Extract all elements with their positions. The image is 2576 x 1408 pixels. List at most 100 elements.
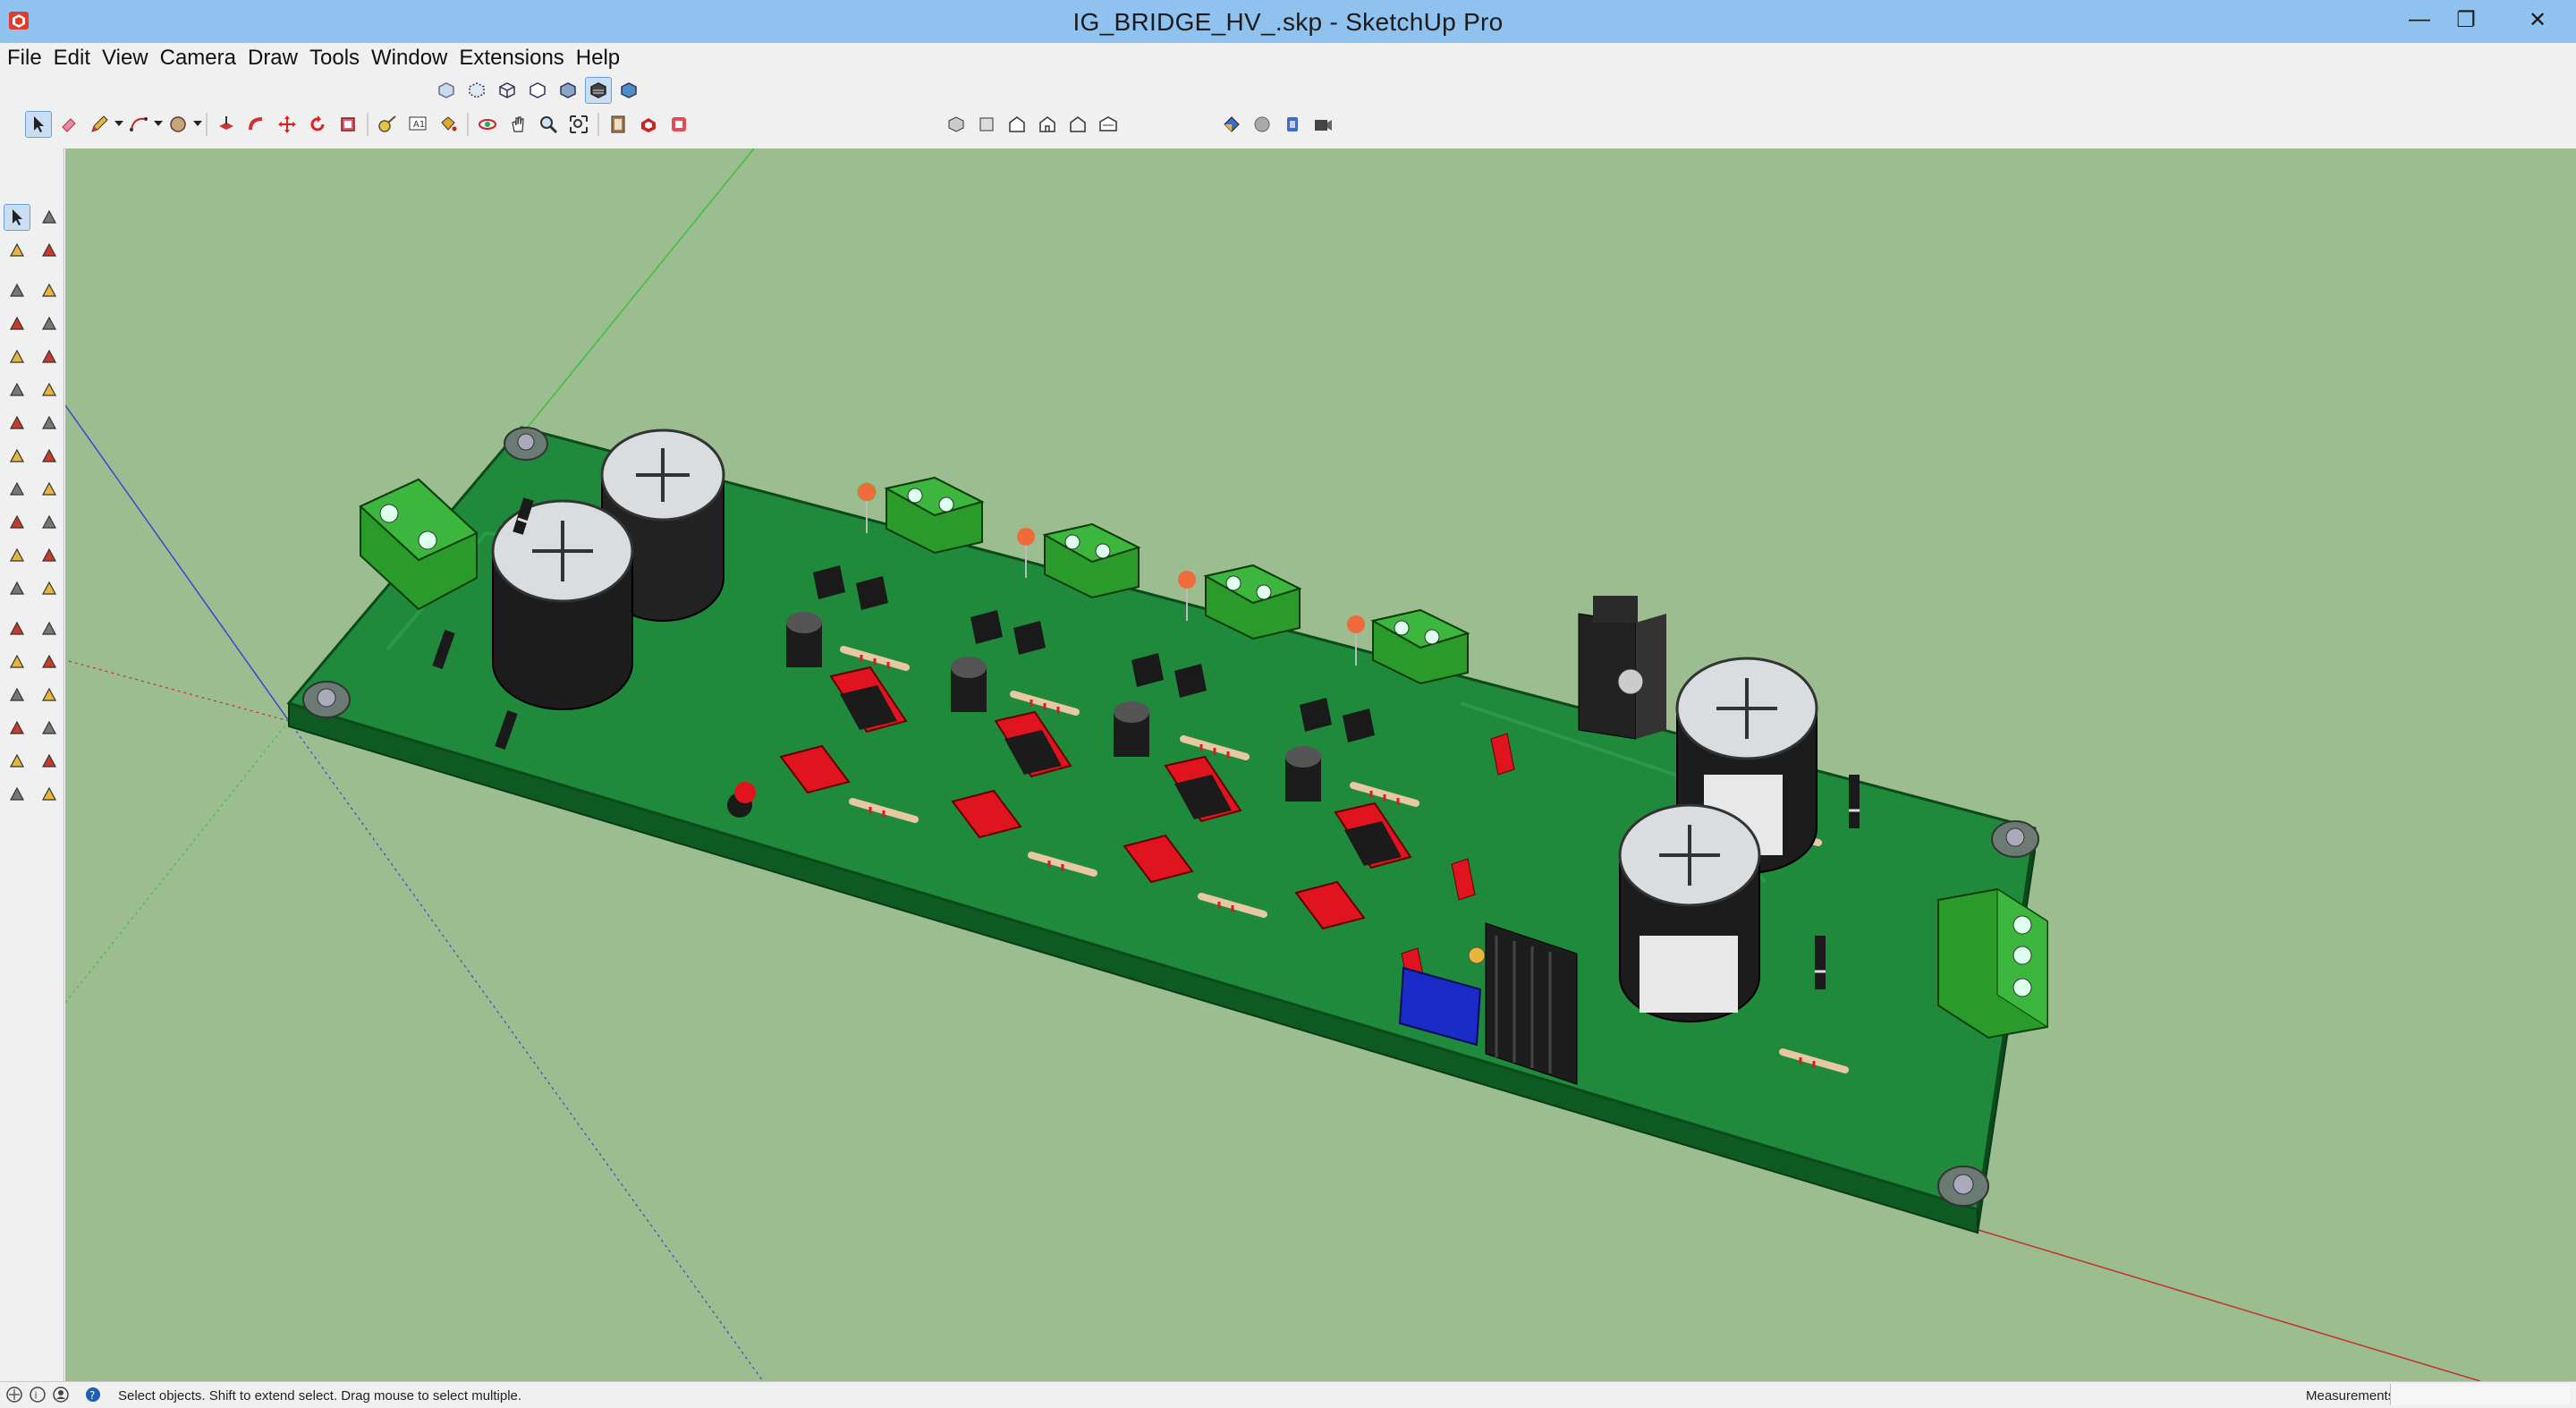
follow-me-icon[interactable] bbox=[36, 476, 63, 503]
materials-icon[interactable] bbox=[1249, 111, 1275, 138]
scale-icon[interactable] bbox=[335, 111, 361, 138]
line-icon[interactable] bbox=[4, 277, 30, 304]
shape-icon[interactable] bbox=[165, 111, 191, 138]
arc-dropdown[interactable] bbox=[154, 111, 163, 138]
follow-me-icon[interactable] bbox=[243, 111, 270, 138]
restore-button[interactable]: ❐ bbox=[2456, 7, 2476, 32]
menu-help[interactable]: Help bbox=[575, 46, 621, 70]
minimize-button[interactable]: — bbox=[2409, 7, 2430, 31]
eraser-icon[interactable] bbox=[36, 237, 63, 264]
arc-icon[interactable] bbox=[4, 377, 30, 403]
eraser-icon[interactable] bbox=[55, 111, 82, 138]
tape-measure-icon[interactable] bbox=[4, 542, 30, 569]
resistor bbox=[1028, 852, 1097, 877]
menu-tools[interactable]: Tools bbox=[309, 46, 360, 70]
credits-icon[interactable]: i bbox=[29, 1386, 47, 1404]
rotated-rectangle-icon[interactable] bbox=[36, 310, 63, 337]
zoom-extents-icon[interactable] bbox=[565, 111, 592, 138]
front-view-icon[interactable] bbox=[1004, 111, 1030, 138]
xray-icon[interactable] bbox=[433, 77, 460, 104]
pencil-dropdown[interactable] bbox=[114, 111, 123, 138]
film-capacitor bbox=[1490, 733, 1515, 776]
3pt-arc-icon[interactable] bbox=[36, 410, 63, 437]
text-icon[interactable]: A1 bbox=[404, 111, 431, 138]
select-icon[interactable] bbox=[25, 111, 52, 138]
shaded-icon[interactable] bbox=[555, 77, 581, 104]
measurements-field[interactable] bbox=[2390, 1384, 2570, 1405]
paint-bucket-icon[interactable] bbox=[4, 237, 30, 264]
section-plane-icon[interactable] bbox=[36, 781, 63, 808]
protractor-icon[interactable] bbox=[4, 575, 30, 602]
right-view-icon[interactable] bbox=[1034, 111, 1061, 138]
rectangle-icon[interactable] bbox=[4, 310, 30, 337]
arc-icon[interactable] bbox=[125, 111, 152, 138]
zoom-icon[interactable] bbox=[535, 111, 562, 138]
menu-extensions[interactable]: Extensions bbox=[459, 46, 564, 70]
model-viewport[interactable] bbox=[65, 148, 2576, 1381]
push-pull-icon[interactable] bbox=[213, 111, 240, 138]
pie-icon[interactable] bbox=[36, 377, 63, 403]
move-icon[interactable] bbox=[4, 443, 30, 470]
layout-icon[interactable] bbox=[665, 111, 692, 138]
tape-measure-icon[interactable] bbox=[374, 111, 401, 138]
2pt-arc-icon[interactable] bbox=[4, 410, 30, 437]
back-edges-icon[interactable] bbox=[463, 77, 490, 104]
text-icon[interactable] bbox=[36, 575, 63, 602]
help-icon[interactable]: ? bbox=[84, 1386, 102, 1404]
styles-icon[interactable] bbox=[1279, 111, 1306, 138]
hidden-line-icon[interactable] bbox=[524, 77, 551, 104]
wireframe-icon[interactable] bbox=[494, 77, 521, 104]
scenes-icon[interactable] bbox=[1309, 111, 1336, 138]
extension-warehouse-icon[interactable] bbox=[635, 111, 662, 138]
orbit-icon[interactable] bbox=[474, 111, 501, 138]
menu-file[interactable]: File bbox=[7, 46, 42, 70]
move-icon[interactable] bbox=[274, 111, 301, 138]
rotate-icon[interactable] bbox=[4, 476, 30, 503]
pan-icon[interactable] bbox=[36, 649, 63, 675]
previous-view-icon[interactable] bbox=[36, 715, 63, 742]
user-icon[interactable] bbox=[52, 1386, 70, 1404]
menu-edit[interactable]: Edit bbox=[53, 46, 91, 70]
menu-camera[interactable]: Camera bbox=[159, 46, 236, 70]
left-view-icon[interactable] bbox=[1095, 111, 1122, 138]
top-view-icon[interactable] bbox=[973, 111, 1000, 138]
offset-icon[interactable] bbox=[36, 509, 63, 536]
back-view-icon[interactable] bbox=[1064, 111, 1091, 138]
dimension-icon[interactable] bbox=[36, 542, 63, 569]
walk-icon[interactable] bbox=[4, 781, 30, 808]
monochrome-icon[interactable] bbox=[615, 77, 642, 104]
circle-icon[interactable] bbox=[4, 344, 30, 370]
look-around-icon[interactable] bbox=[36, 748, 63, 775]
menu-view[interactable]: View bbox=[102, 46, 148, 70]
close-button[interactable]: ✕ bbox=[2528, 7, 2547, 32]
polygon-icon[interactable] bbox=[36, 344, 63, 370]
resistor bbox=[840, 646, 910, 671]
geo-location-icon[interactable] bbox=[5, 1386, 23, 1404]
orbit-icon[interactable] bbox=[4, 649, 30, 675]
push-pull-icon[interactable] bbox=[36, 443, 63, 470]
select-icon[interactable] bbox=[4, 204, 30, 231]
freehand-icon[interactable] bbox=[36, 277, 63, 304]
iso-view-icon[interactable] bbox=[943, 111, 970, 138]
zoom-extents-icon[interactable] bbox=[4, 715, 30, 742]
pan-icon[interactable] bbox=[504, 111, 531, 138]
position-camera-icon[interactable] bbox=[4, 748, 30, 775]
led bbox=[1347, 615, 1365, 666]
rotate-icon[interactable] bbox=[304, 111, 331, 138]
3d-text-icon[interactable] bbox=[36, 615, 63, 642]
toolbar-separator bbox=[597, 113, 599, 136]
mounting-hole bbox=[302, 681, 351, 718]
zoom-window-icon[interactable] bbox=[36, 682, 63, 708]
paint-bucket-icon[interactable] bbox=[435, 111, 462, 138]
axes-icon[interactable] bbox=[4, 615, 30, 642]
menu-draw[interactable]: Draw bbox=[247, 46, 298, 70]
shape-dropdown[interactable] bbox=[193, 111, 202, 138]
shaded-textures-icon[interactable] bbox=[585, 77, 612, 104]
scale-icon[interactable] bbox=[4, 509, 30, 536]
menu-window[interactable]: Window bbox=[371, 46, 448, 70]
make-component-icon[interactable] bbox=[36, 204, 63, 231]
pencil-icon[interactable] bbox=[86, 111, 113, 138]
components-icon[interactable] bbox=[1218, 111, 1245, 138]
zoom-icon[interactable] bbox=[4, 682, 30, 708]
warehouse-icon[interactable] bbox=[605, 111, 631, 138]
